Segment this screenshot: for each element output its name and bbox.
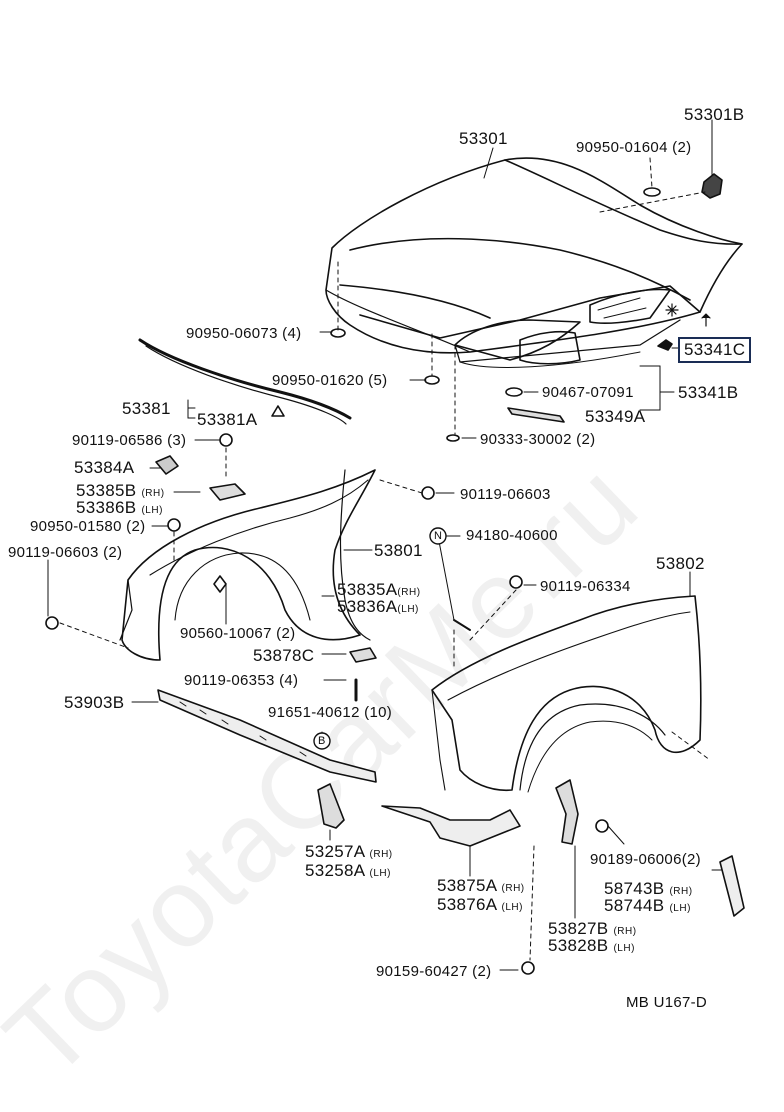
label-90950-01604: 90950-01604 (2)	[576, 139, 692, 156]
label-53258a: 53258A (LH)	[305, 861, 391, 880]
label-53828b: 53828B (LH)	[548, 936, 635, 955]
label-53827b: 53827B (RH)	[548, 919, 637, 938]
label-53878c: 53878C	[253, 646, 315, 665]
label-90119-06586: 90119-06586 (3)	[72, 432, 187, 449]
side-moulding	[719, 855, 745, 917]
label-90333-30002: 90333-30002 (2)	[480, 431, 596, 448]
label-53341c-highlighted: 53341C	[678, 337, 752, 363]
label-53349a: 53349A	[585, 407, 646, 426]
label-90950-01580: 90950-01580 (2)	[30, 518, 146, 535]
diagram-code: MB U167-D	[626, 994, 708, 1011]
label-90950-06073: 90950-06073 (4)	[186, 325, 302, 342]
label-53876a: 53876A (LH)	[437, 895, 523, 914]
fender-liner	[381, 805, 521, 847]
label-53301b: 53301B	[684, 105, 745, 124]
label-53381: 53381	[122, 399, 171, 418]
label-90560-10067: 90560-10067 (2)	[180, 625, 296, 642]
label-53385b: 53385B (RH)	[76, 481, 165, 500]
label-90119-06353: 90119-06353 (4)	[184, 672, 299, 689]
hood-seal-strip	[138, 338, 352, 425]
label-53384a: 53384A	[74, 458, 135, 477]
label-90189-06006: 90189-06006(2)	[590, 851, 701, 868]
hood-panel	[325, 119, 743, 368]
label-58744b: 58744B (LH)	[604, 896, 691, 915]
label-53381a: 53381A	[197, 410, 258, 429]
label-90119-06603-2: 90119-06603 (2)	[8, 544, 123, 561]
front-fender-right	[431, 595, 702, 793]
fender-bracket	[555, 779, 579, 845]
label-94180-40600: 94180-40600	[466, 527, 558, 544]
label-53835a: 53835A(RH)	[337, 580, 421, 599]
label-90119-06334: 90119-06334	[540, 578, 631, 595]
label-91651-40612: 91651-40612 (10)	[268, 704, 393, 721]
label-53301: 53301	[459, 129, 508, 148]
marker-b-letter: B	[318, 735, 326, 747]
label-53386b: 53386B (LH)	[76, 498, 163, 517]
mud-flap-front	[317, 783, 345, 829]
front-fender-left	[119, 455, 376, 661]
label-53802: 53802	[656, 554, 705, 573]
label-53801: 53801	[374, 541, 423, 560]
label-53875a: 53875A (RH)	[437, 876, 525, 895]
label-90950-01620: 90950-01620 (5)	[272, 372, 388, 389]
marker-b-circle	[313, 732, 331, 750]
label-58743b: 58743B (RH)	[604, 879, 693, 898]
label-53257a: 53257A (RH)	[305, 842, 393, 861]
label-90467-07091: 90467-07091	[542, 384, 634, 401]
marker-n-circle	[429, 527, 447, 545]
leader-lines	[47, 147, 723, 971]
label-53836a: 53836A(LH)	[337, 597, 419, 616]
label-90159-60427: 90159-60427 (2)	[376, 963, 492, 980]
radiator-support-seal	[157, 689, 377, 783]
fasteners	[45, 187, 711, 975]
hood-stay-bracket	[507, 407, 565, 423]
marker-n-letter: N	[434, 530, 443, 542]
label-90119-06603: 90119-06603	[460, 486, 551, 503]
label-53341b: 53341B	[678, 383, 739, 402]
label-53903b: 53903B	[64, 693, 125, 712]
